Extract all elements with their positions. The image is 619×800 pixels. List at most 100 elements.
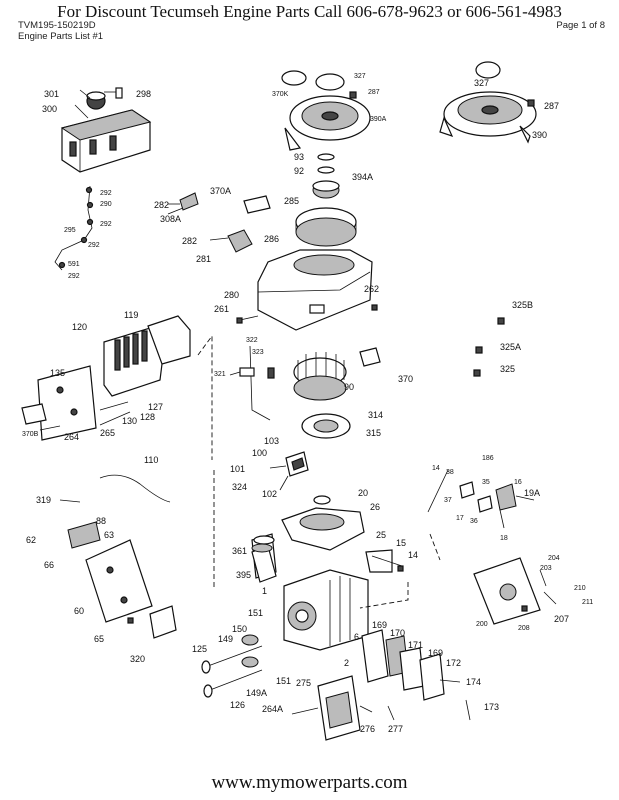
governor-linkage (427, 469, 535, 529)
callout-label: 66 (44, 560, 54, 570)
governor-link (167, 192, 199, 215)
callout-label: 151 (248, 608, 263, 618)
callout-label: 14 (408, 550, 418, 560)
callout-label: 130 (122, 416, 137, 426)
callout-label: 298 (136, 89, 151, 99)
header-title: For Discount Tecumseh Engine Parts Call … (57, 2, 562, 21)
callout-label: 287 (544, 101, 559, 111)
decal-370a (243, 195, 271, 214)
callout-label: 36 (470, 518, 478, 525)
valves (201, 634, 263, 698)
footer-url[interactable]: www.mymowerparts.com (211, 772, 408, 793)
callout-label: 101 (230, 464, 245, 474)
fuel-tank-assembly (54, 87, 152, 271)
callout-label: 88 (96, 516, 106, 526)
callout-label: 135 (50, 368, 65, 378)
fuel-line (99, 474, 171, 503)
callout-label: 286 (264, 234, 279, 244)
callout-label: 321 (214, 371, 226, 378)
callout-label: 119 (124, 310, 138, 320)
callout-label: 295 (64, 227, 76, 234)
callout-label: 100 (252, 448, 267, 458)
ignition-module (269, 451, 309, 491)
callout-label: 292 (68, 273, 80, 280)
callout-label: 207 (554, 614, 569, 624)
callout-label: 320 (130, 654, 145, 664)
callout-label: 315 (366, 428, 381, 438)
callout-label: 327 (354, 73, 366, 80)
callout-label: 314 (368, 410, 383, 420)
callout-label: 127 (148, 402, 163, 412)
callout-label: 361 (232, 546, 247, 556)
callout-label: 265 (100, 428, 115, 438)
callout-label: 149A (246, 688, 267, 698)
callout-label: 18 (500, 535, 508, 542)
callout-label: 17 (456, 515, 464, 522)
callout-label: 325B (512, 300, 533, 310)
callout-label: 149 (218, 634, 233, 644)
callout-label: 327 (474, 78, 489, 88)
callout-label: 169 (372, 620, 387, 630)
callout-label: 60 (74, 606, 84, 616)
callout-label: 172 (446, 658, 461, 668)
carburetor-gaskets (361, 629, 471, 721)
callout-label: 370 (398, 374, 413, 384)
callout-label: 370K (272, 91, 289, 98)
control-panel (59, 499, 177, 639)
callout-label: 370B (22, 431, 39, 438)
callout-label: 6 (354, 632, 359, 642)
callout-label: 170 (390, 628, 405, 638)
callout-label: 322 (246, 337, 258, 344)
model-number: TVM195-150219D (18, 20, 96, 31)
recoil-starter-390a (281, 70, 371, 247)
callout-label: 103 (264, 436, 279, 446)
callout-label: 200 (476, 621, 488, 628)
callout-label: 35 (482, 479, 490, 486)
cylinder-head-shroud (21, 315, 191, 441)
callout-label: 102 (262, 489, 277, 499)
recoil-starter-390 (439, 61, 537, 144)
callout-label: 300 (42, 104, 57, 114)
callout-label: 211 (582, 599, 593, 606)
callout-label: 125 (192, 644, 207, 654)
callout-label: 19A (524, 488, 540, 498)
callout-label: 2 (344, 658, 349, 668)
callout-label: 62 (26, 535, 36, 545)
callout-label: 150 (232, 624, 247, 634)
callout-label: 280 (224, 290, 239, 300)
callout-label: 25 (376, 530, 386, 540)
callout-label: 169 (428, 648, 443, 658)
callout-label: 325A (500, 342, 521, 352)
callout-label: 37 (444, 497, 452, 504)
callout-label: 282 (154, 200, 169, 210)
callout-label: 292 (88, 242, 100, 249)
callout-label: 174 (466, 677, 481, 687)
callout-label: 282 (182, 236, 197, 246)
callout-label: 390 (532, 130, 547, 140)
callout-label: 93 (294, 152, 304, 162)
callout-label: 390A (370, 116, 387, 123)
callout-label: 110 (144, 455, 158, 465)
callout-label: 323 (252, 349, 264, 356)
callout-label: 210 (574, 585, 586, 592)
parts-list-title: Engine Parts List #1 (18, 31, 104, 42)
callout-label: 264A (262, 704, 283, 714)
callout-label: 285 (284, 196, 299, 206)
callout-label: 126 (230, 700, 245, 710)
callout-label: 301 (44, 89, 59, 99)
callout-label: 26 (370, 502, 380, 512)
callout-label: 203 (540, 565, 552, 572)
callout-label: 319 (36, 495, 51, 505)
muffler (291, 675, 395, 741)
bracket-281 (227, 229, 253, 253)
callout-label: 20 (358, 488, 368, 498)
callout-label: 292 (100, 221, 112, 228)
page-indicator: Page 1 of 8 (556, 20, 605, 31)
blower-housing (236, 249, 378, 331)
speed-control-bracket (473, 557, 557, 625)
callout-label: 63 (104, 530, 114, 540)
callout-label: 1 (262, 586, 267, 596)
callout-label: 38 (446, 469, 454, 476)
callout-label: 281 (196, 254, 211, 264)
callout-label: 92 (294, 166, 304, 176)
